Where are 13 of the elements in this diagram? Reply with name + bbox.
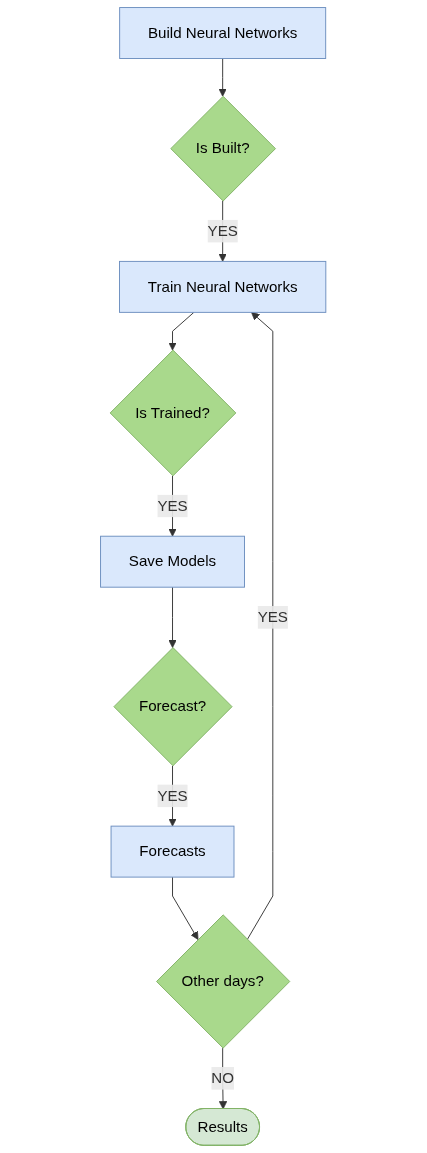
edge-label: YES	[207, 222, 239, 239]
edge-label: NO	[211, 1069, 235, 1086]
edge-label: YES	[157, 787, 188, 804]
node-diamond: Is Built?	[170, 95, 277, 202]
edge-label: YES	[258, 608, 289, 625]
node-box: Forecasts	[110, 825, 235, 878]
node-diamond: Forecast?	[113, 647, 233, 767]
node-box: Train Neural Networks	[119, 260, 327, 313]
node-diamond: Other days?	[156, 914, 291, 1049]
node-box: Build Neural Networks	[119, 7, 327, 59]
node-diamond: Is Trained?	[110, 349, 237, 477]
edge-label: YES	[157, 497, 188, 514]
node-box: Save Models	[100, 535, 246, 588]
